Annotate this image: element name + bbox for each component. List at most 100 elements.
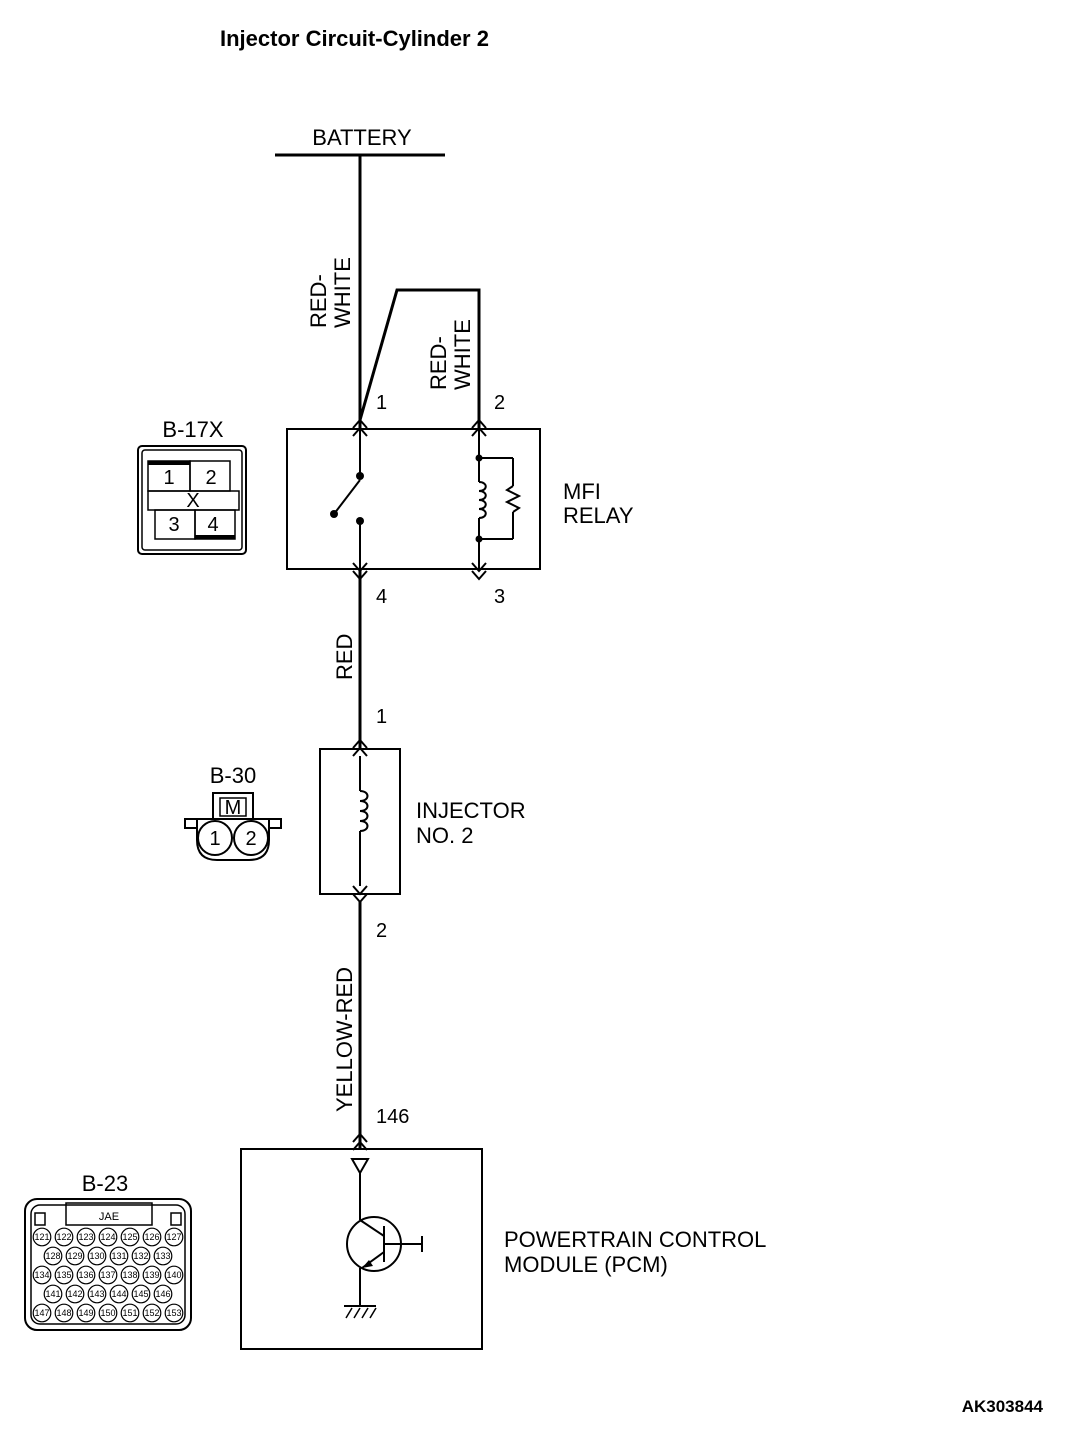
b23-pin xyxy=(120,1227,140,1247)
wire-label-line: WHITE xyxy=(450,319,475,390)
mfi-relay-box xyxy=(286,428,541,570)
b23-mark: JAE xyxy=(99,1211,119,1223)
b30-mark: M xyxy=(225,797,242,819)
relay-pin-1: 1 xyxy=(376,392,387,414)
injector-label-line2: NO. 2 xyxy=(416,823,473,848)
b23-pin-label: 129 xyxy=(67,1251,82,1261)
b23-pin xyxy=(98,1303,118,1323)
b23-pin xyxy=(87,1246,107,1266)
wire-label-line: YELLOW-RED xyxy=(332,967,357,1112)
connector-b30-code: B-30 xyxy=(210,763,256,788)
b23-pin xyxy=(109,1246,129,1266)
b23-pin-label: 141 xyxy=(45,1289,60,1299)
b23-pin xyxy=(142,1227,162,1247)
b23-pin xyxy=(131,1246,151,1266)
b23-pin-label: 147 xyxy=(34,1308,49,1318)
connector-arrow xyxy=(471,426,487,437)
connector-arrow xyxy=(352,1132,368,1143)
connector-arrow xyxy=(352,885,368,896)
wire-label-yellow-red: YELLOW-RED xyxy=(332,967,357,1112)
b23-pin-label: 122 xyxy=(56,1232,71,1242)
injector-pin-2: 2 xyxy=(376,920,387,942)
b23-pin xyxy=(164,1265,184,1285)
b23-pin-label: 148 xyxy=(56,1308,71,1318)
b23-pin xyxy=(87,1284,107,1304)
wire-relay-coil-feed xyxy=(358,288,481,428)
relay-pin-4: 4 xyxy=(376,586,387,608)
b23-pin xyxy=(164,1303,184,1323)
b23-pin xyxy=(43,1246,63,1266)
b23-pin-label: 149 xyxy=(78,1308,93,1318)
wire-label-line: RED- xyxy=(426,336,451,390)
b23-pin-label: 151 xyxy=(122,1308,137,1318)
injector-pin-1: 1 xyxy=(376,706,387,728)
b23-pin-label: 138 xyxy=(122,1270,137,1280)
b23-pin-label: 139 xyxy=(144,1270,159,1280)
b17x-pin-1: 1 xyxy=(163,467,174,489)
b23-pin xyxy=(142,1265,162,1285)
b23-pin xyxy=(76,1303,96,1323)
wire-label-red-white-1: RED- WHITE xyxy=(306,257,355,328)
b23-pin-label: 145 xyxy=(133,1289,148,1299)
pcm-label-line1: POWERTRAIN CONTROL xyxy=(504,1227,766,1252)
b23-pin xyxy=(32,1303,52,1323)
b30-pin-2: 2 xyxy=(245,828,256,850)
b23-pin xyxy=(98,1227,118,1247)
connector-b17x: B-17X 1 2 X 3 4 xyxy=(137,417,247,555)
b23-pin-label: 125 xyxy=(122,1232,137,1242)
mfi-relay-label-line2: RELAY xyxy=(563,503,634,528)
relay-switch-symbol xyxy=(330,429,364,569)
b17x-pin-4: 4 xyxy=(207,514,218,536)
wire-label-red-white-2: RED- WHITE xyxy=(426,319,475,390)
battery-label: BATTERY xyxy=(312,125,412,150)
connector-arrow xyxy=(471,562,487,573)
b23-pin-label: 132 xyxy=(133,1251,148,1261)
b23-pin xyxy=(164,1227,184,1247)
pcm-box xyxy=(240,1148,483,1350)
pcm-label-line2: MODULE (PCM) xyxy=(504,1252,668,1277)
b23-pin-label: 140 xyxy=(166,1270,181,1280)
relay-coil-symbol xyxy=(475,429,522,569)
connector-arrow xyxy=(352,746,368,757)
b23-pin xyxy=(32,1265,52,1285)
injector-coil-symbol xyxy=(359,756,369,886)
b23-pin-label: 152 xyxy=(144,1308,159,1318)
wire-label-line: WHITE xyxy=(330,257,355,328)
b23-pin xyxy=(43,1284,63,1304)
relay-pin-3: 3 xyxy=(494,586,505,608)
b23-pin-label: 146 xyxy=(155,1289,170,1299)
b23-pin xyxy=(142,1303,162,1323)
b23-pin xyxy=(65,1246,85,1266)
b23-pin-label: 135 xyxy=(56,1270,71,1280)
b23-pin xyxy=(109,1284,129,1304)
pcm-transistor-symbol xyxy=(344,1158,423,1319)
b23-pin xyxy=(54,1227,74,1247)
b23-pin-label: 124 xyxy=(100,1232,115,1242)
b23-pin xyxy=(54,1303,74,1323)
b23-pin-label: 137 xyxy=(100,1270,115,1280)
connector-b23-code: B-23 xyxy=(82,1171,128,1196)
b23-pin-label: 126 xyxy=(144,1232,159,1242)
b17x-pin-3: 3 xyxy=(168,514,179,536)
b23-pin-label: 153 xyxy=(166,1308,181,1318)
diagram-title: Injector Circuit-Cylinder 2 xyxy=(220,26,489,51)
connector-arrow xyxy=(352,426,368,437)
b23-pin xyxy=(120,1265,140,1285)
mfi-relay-label-line1: MFI xyxy=(563,479,601,504)
b30-pin-1: 1 xyxy=(209,828,220,850)
b23-pin xyxy=(65,1284,85,1304)
b23-pin xyxy=(153,1284,173,1304)
relay-pin-2: 2 xyxy=(494,392,505,414)
connector-arrow xyxy=(352,1140,368,1151)
b23-pin-label: 123 xyxy=(78,1232,93,1242)
connector-arrow xyxy=(352,738,368,749)
injector-label-line1: INJECTOR xyxy=(416,798,526,823)
connector-b17x-code: B-17X xyxy=(162,417,223,442)
b23-pin-label: 144 xyxy=(111,1289,126,1299)
b23-pin-label: 128 xyxy=(45,1251,60,1261)
b23-pin xyxy=(131,1284,151,1304)
b23-pin-label: 134 xyxy=(34,1270,49,1280)
connector-arrow xyxy=(471,570,487,581)
